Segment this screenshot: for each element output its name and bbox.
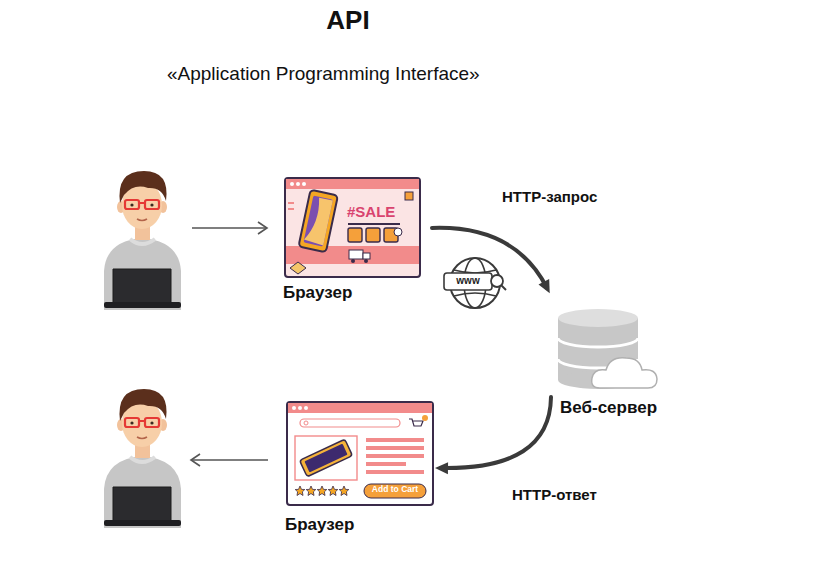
curved-arrow [432, 228, 547, 288]
node-caption: Веб-сервер [560, 398, 657, 418]
user-figure [104, 171, 181, 310]
subtitle: «Application Programming Interface» [167, 63, 480, 85]
node-caption: Браузер [283, 283, 352, 303]
edge-label: HTTP-ответ [510, 486, 599, 503]
www-text: www [444, 275, 492, 287]
browser-product-window [287, 402, 433, 505]
curved-arrow [441, 397, 551, 468]
user-arrow [192, 227, 267, 229]
button-text: Add to Cart [364, 485, 426, 495]
browser-node: Браузер [285, 178, 420, 277]
server-node: Веб-сервер [557, 310, 640, 390]
browser-node: Браузер [287, 402, 433, 505]
edge-label: HTTP-запрос [500, 188, 599, 205]
server-database [558, 309, 657, 389]
internet-globe [444, 258, 506, 308]
user-figure [104, 389, 181, 528]
diagram-title: API [248, 6, 448, 36]
sale-text: #SALE [347, 203, 395, 220]
node-caption: Браузер [285, 515, 354, 535]
browser-sale-window [285, 178, 420, 277]
user-arrow [191, 459, 268, 461]
